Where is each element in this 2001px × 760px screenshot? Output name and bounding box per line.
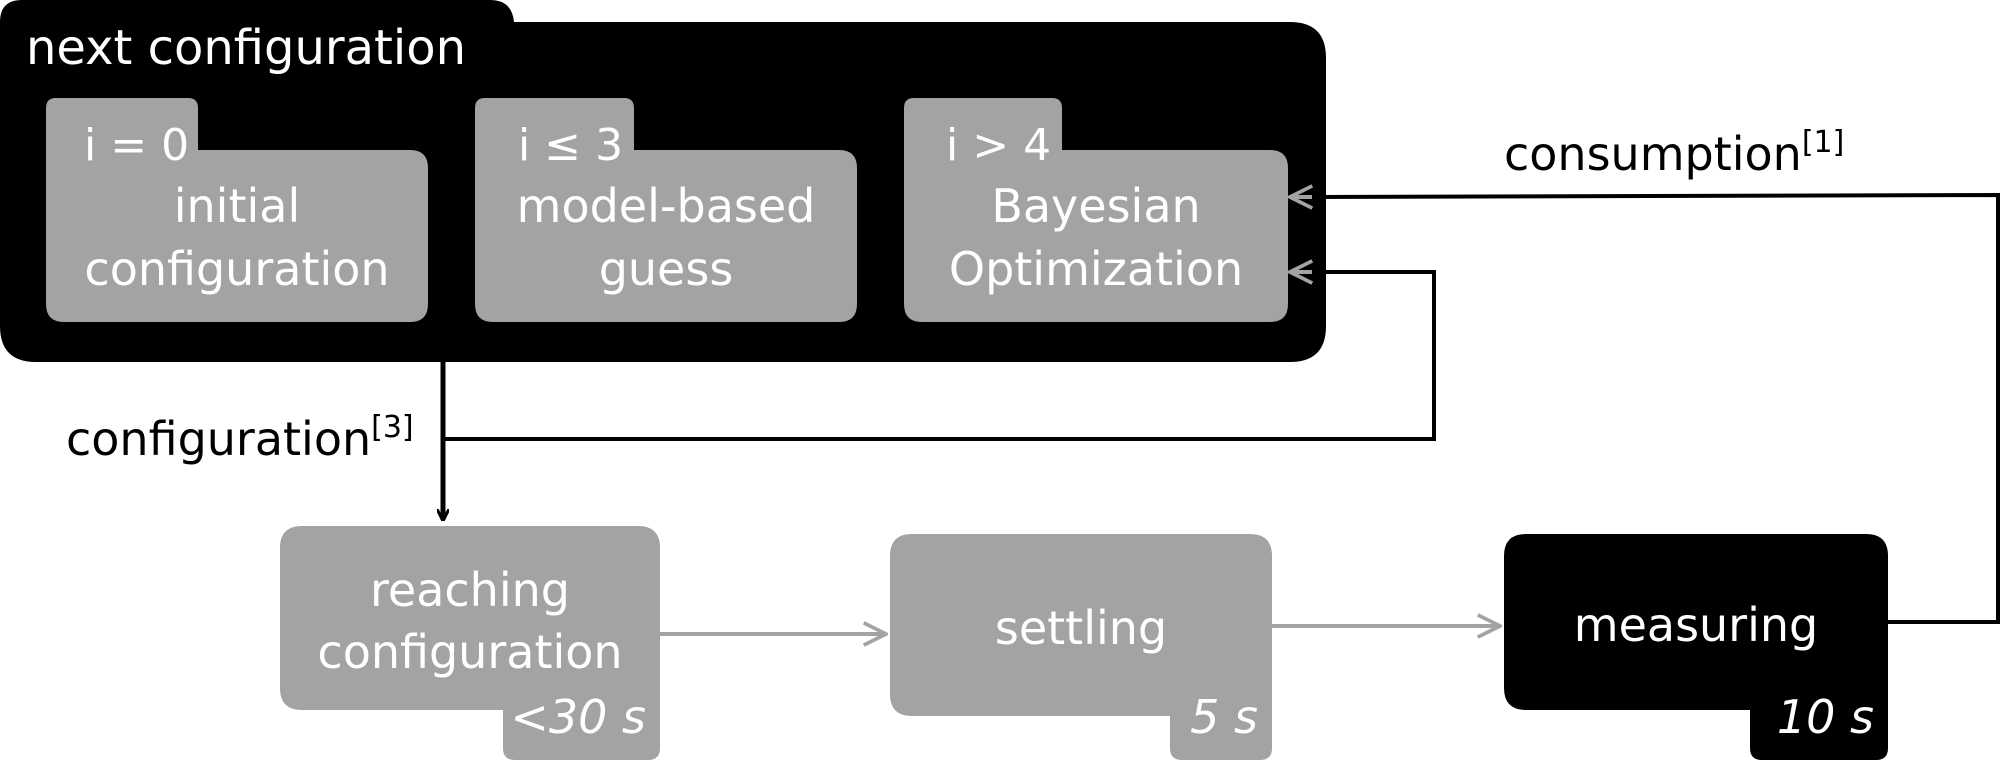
step-label-line1: reaching — [370, 563, 570, 617]
step-label: measuring — [1574, 598, 1818, 652]
configuration-label-text: configuration — [66, 412, 371, 466]
strategy-card-model-based: i ≤ 3 model-based guess — [475, 98, 857, 322]
strategy-label-line1: Bayesian — [991, 179, 1200, 233]
step-duration: <30 s — [510, 690, 646, 744]
step-settling: settling 5 s — [890, 534, 1272, 760]
configuration-edge: configuration[3] — [66, 270, 1436, 520]
configuration-ref: [3] — [371, 410, 414, 445]
strategy-label-line2: Optimization — [949, 242, 1243, 296]
consumption-ref: [1] — [1802, 125, 1845, 160]
container-title: next configuration — [26, 20, 466, 76]
step-label: settling — [995, 601, 1167, 655]
strategy-label-line1: initial — [174, 179, 301, 233]
strategy-label-line2: configuration — [84, 242, 389, 296]
consumption-label-text: consumption — [1504, 127, 1802, 181]
step-reaching-configuration: reaching configuration <30 s — [280, 526, 660, 760]
strategy-condition: i ≤ 3 — [518, 120, 623, 171]
consumption-edge-label: consumption[1] — [1504, 125, 1844, 181]
strategy-label-line1: model-based — [517, 179, 816, 233]
consumption-edge: consumption[1] — [1290, 125, 2000, 624]
strategy-label-line2: guess — [599, 242, 734, 296]
strategy-card-initial: i = 0 initial configuration — [46, 98, 428, 322]
strategy-card-bayesian: i > 4 Bayesian Optimization — [904, 98, 1288, 322]
step-duration: 10 s — [1777, 690, 1874, 744]
strategy-condition: i > 4 — [946, 120, 1051, 171]
configuration-edge-label: configuration[3] — [66, 410, 414, 466]
strategy-condition: i = 0 — [84, 120, 189, 171]
step-duration: 5 s — [1190, 690, 1258, 744]
step-label-line2: configuration — [317, 625, 622, 679]
step-measuring: measuring 10 s — [1504, 534, 1888, 760]
